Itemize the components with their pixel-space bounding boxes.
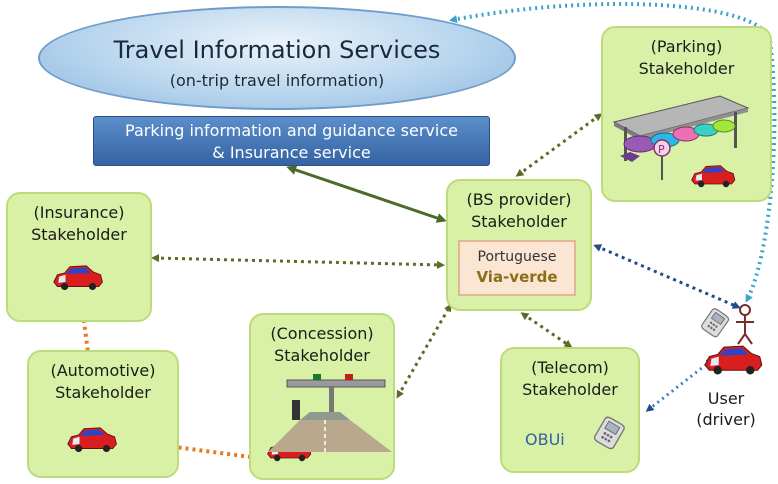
concession-stakeholder: (Concession) Stakeholder (249, 313, 395, 480)
via-verde-line1: Portuguese (477, 249, 557, 265)
insurance-label-line2: Stakeholder (31, 225, 127, 244)
concession-label-line1: (Concession) (270, 324, 374, 343)
insurance-to-bs-arrow (151, 254, 445, 269)
bs-to-telecom-arrow (520, 312, 573, 348)
insurance-stakeholder: (Insurance) Stakeholder (6, 192, 152, 322)
user-label-line1: User (707, 389, 745, 408)
via-verde-box: Portuguese Via-verde (458, 240, 576, 296)
parking-stakeholder: (Parking) Stakeholder (601, 26, 772, 202)
user-label: User (driver) (686, 388, 766, 430)
automotive-label-line1: (Automotive) (50, 361, 156, 380)
via-verde-line2: Via-verde (476, 268, 558, 286)
automotive-label-line2: Stakeholder (55, 383, 151, 402)
concession-to-bs-arrow (396, 303, 452, 399)
automotive-stakeholder: (Automotive) Stakeholder (27, 350, 179, 478)
service-bar-line1: Parking information and guidance service (125, 121, 458, 140)
bs-to-user-arrow (593, 244, 741, 309)
telecom-label-line1: (Telecom) (531, 358, 609, 377)
obu-label: OBUi (525, 430, 565, 449)
telecom-to-user-arrow (645, 358, 715, 412)
service-bar: Parking information and guidance service… (93, 116, 490, 166)
bs-provider-label-line1: (BS provider) (466, 190, 572, 209)
parking-label-line2: Stakeholder (638, 59, 735, 78)
telecom-stakeholder: (Telecom) Stakeholder (500, 347, 640, 473)
cyan-curve-arrow (449, 2, 777, 303)
travel-services-title: Travel Information Services (113, 36, 441, 64)
concession-label-line2: Stakeholder (274, 346, 370, 365)
parking-label-line1: (Parking) (650, 37, 723, 56)
bs-provider-label-line2: Stakeholder (471, 212, 567, 231)
service-to-bs-arrow (286, 165, 447, 223)
travel-services-subtitle: (on-trip travel information) (169, 71, 385, 90)
bs-to-parking-arrow (515, 113, 603, 177)
insurance-label-line1: (Insurance) (33, 203, 125, 222)
telecom-label-line2: Stakeholder (522, 380, 618, 399)
user-label-line2: (driver) (696, 410, 756, 429)
service-bar-line2: & Insurance service (212, 143, 371, 162)
travel-information-services: Travel Information Services (on-trip tra… (38, 6, 516, 110)
